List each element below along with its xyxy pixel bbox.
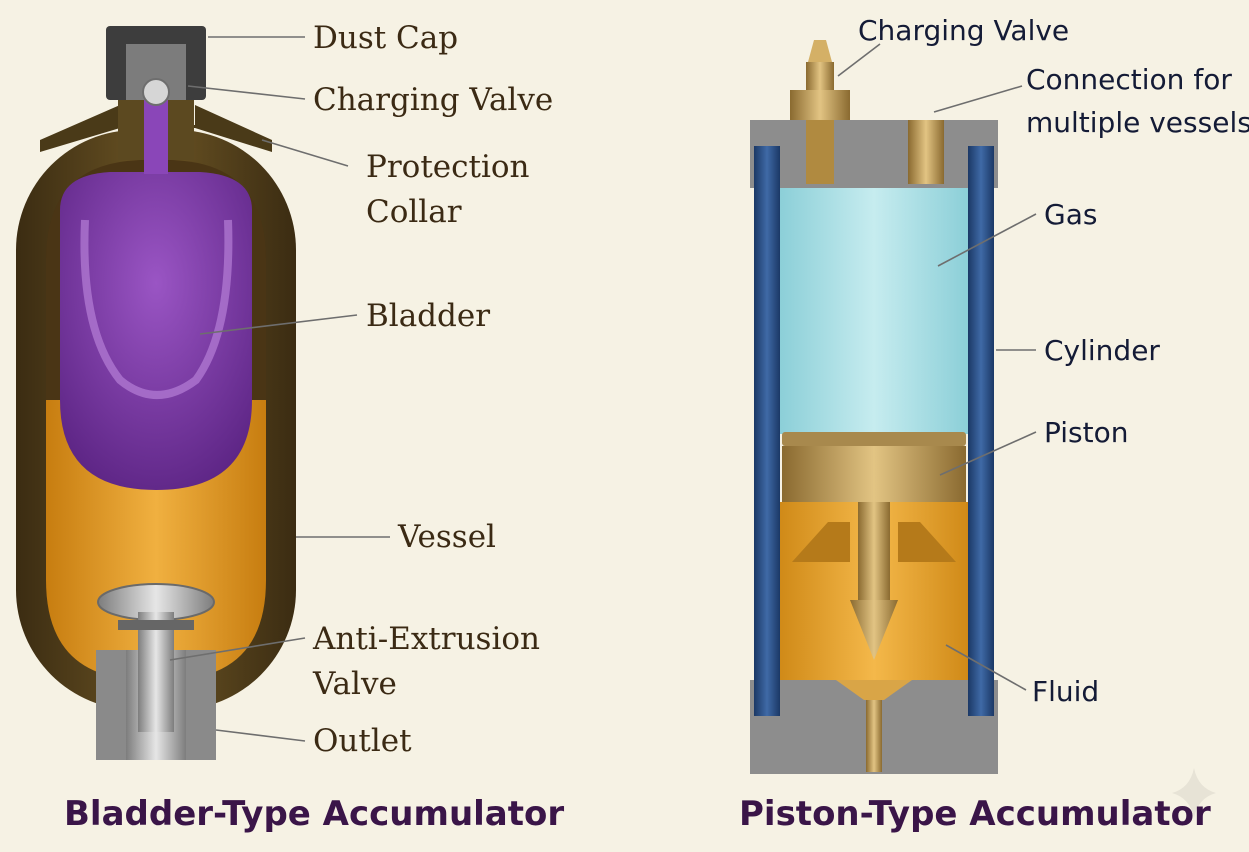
cylinder-wall-left bbox=[754, 146, 780, 716]
label-connection-line1: Connection for bbox=[1026, 58, 1232, 102]
label-vessel: Vessel bbox=[398, 515, 496, 559]
label-gas: Gas bbox=[1044, 193, 1097, 237]
charging-valve-ball bbox=[143, 79, 169, 105]
piston-rod bbox=[858, 502, 890, 602]
label-outlet: Outlet bbox=[313, 719, 412, 763]
leader-outlet bbox=[216, 730, 305, 741]
cylinder-wall-right bbox=[968, 146, 994, 716]
label-piston: Piston bbox=[1044, 411, 1129, 455]
caption-piston-type: Piston-Type Accumulator bbox=[739, 794, 1211, 834]
caption-bladder-type: Bladder-Type Accumulator bbox=[64, 794, 564, 834]
charging-valve-nozzle bbox=[808, 40, 832, 62]
piston-accumulator bbox=[750, 40, 998, 774]
bladder-accumulator bbox=[16, 26, 296, 760]
label-fluid: Fluid bbox=[1032, 670, 1099, 714]
label-dust-cap: Dust Cap bbox=[313, 16, 458, 60]
label-anti-extrusion-line2: Valve bbox=[313, 662, 397, 706]
leader-protection-collar bbox=[262, 140, 348, 166]
piston-ring-top bbox=[782, 432, 966, 446]
charging-valve-body bbox=[790, 90, 850, 120]
connection-port bbox=[908, 120, 944, 184]
outlet-collar bbox=[118, 620, 194, 630]
leader-connection bbox=[934, 86, 1022, 112]
label-protection-collar-line2: Collar bbox=[366, 190, 462, 234]
label-connection-line2: multiple vessels bbox=[1026, 101, 1249, 145]
label-charging-valve-bladder: Charging Valve bbox=[313, 78, 553, 122]
valve-bore bbox=[144, 100, 168, 162]
charging-valve-neck bbox=[806, 62, 834, 90]
outlet-pipe bbox=[866, 700, 882, 772]
label-cylinder: Cylinder bbox=[1044, 329, 1160, 373]
label-bladder: Bladder bbox=[366, 294, 490, 338]
label-charging-valve-piston: Charging Valve bbox=[858, 9, 1069, 53]
charging-valve-thread bbox=[806, 120, 834, 184]
top-end-cap bbox=[750, 120, 998, 188]
piston-body bbox=[782, 446, 966, 502]
label-protection-collar-line1: Protection bbox=[366, 145, 530, 189]
label-anti-extrusion-line1: Anti-Extrusion bbox=[313, 617, 540, 661]
gas-chamber bbox=[780, 188, 968, 434]
